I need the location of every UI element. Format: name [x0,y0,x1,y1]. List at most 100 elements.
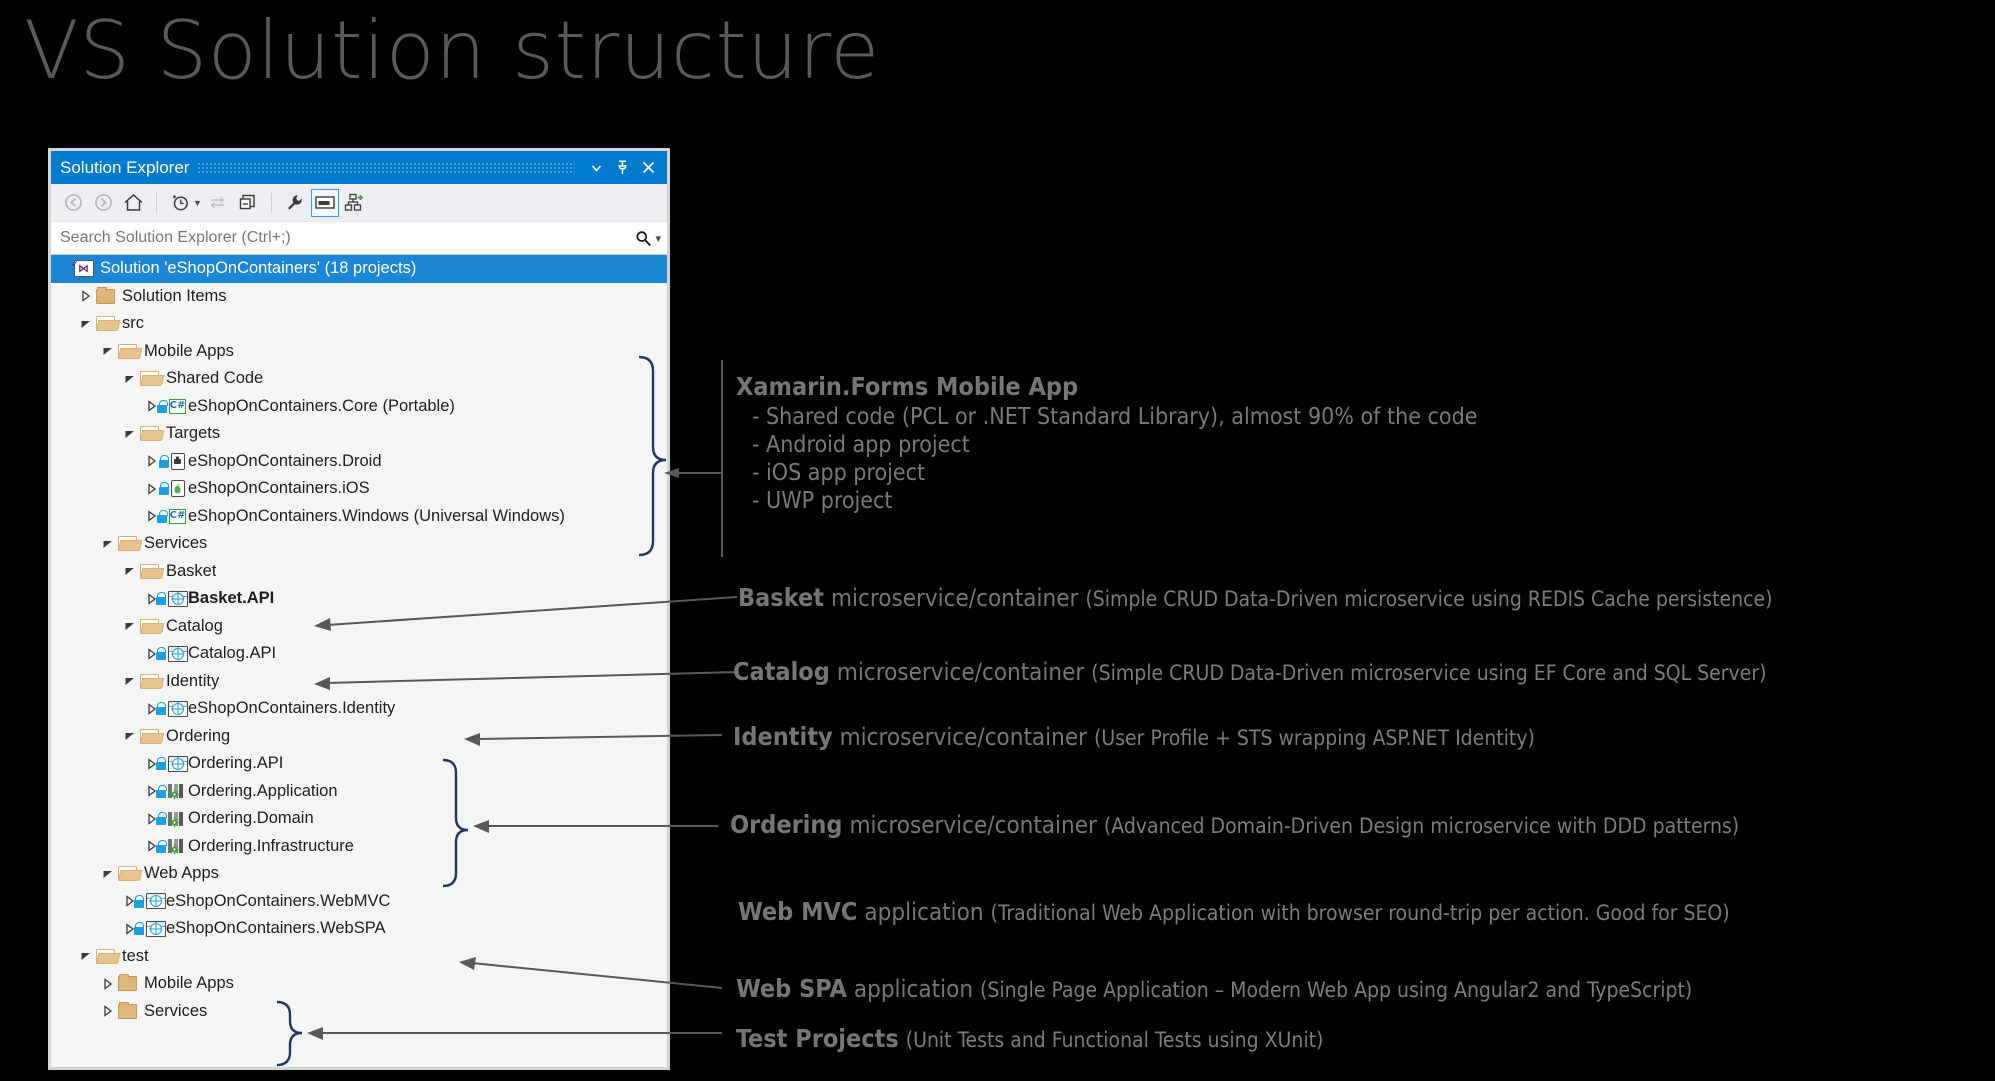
search-dropdown-icon[interactable]: ▾ [655,232,661,245]
folder-closed-icon [116,1001,139,1019]
chevron-right-icon[interactable] [143,702,160,715]
annotation-ordering-mid: microservice/container [849,811,1097,839]
chevron-right-icon[interactable] [143,455,160,468]
tree-item-services[interactable]: Services [51,530,667,558]
chevron-right-icon[interactable] [143,400,160,413]
annotation-webmvc-paren: (Traditional Web Application with browse… [990,901,1730,925]
tree-item-web-apps[interactable]: Web Apps [51,860,667,888]
clock-dropdown-icon[interactable]: ▼ [193,197,202,208]
tree-item-mobile-apps[interactable]: Mobile Apps [51,338,667,366]
chevron-down-icon[interactable] [99,346,116,356]
chevron-down-icon[interactable] [121,429,138,439]
page-title: VS Solution structure [24,4,880,97]
chevron-right-icon[interactable] [143,785,160,798]
clock-icon[interactable] [166,189,194,217]
chevron-down-icon[interactable] [99,869,116,879]
class-diagram-icon[interactable] [341,189,369,217]
preview-icon[interactable] [310,188,339,217]
back-arrow-icon[interactable] [59,189,87,217]
annotation-xamarin: Xamarin.Forms Mobile App - Shared code (… [736,372,1477,515]
tree-item-basket[interactable]: Basket [51,558,667,586]
chevron-right-icon[interactable] [99,977,116,990]
chevron-right-icon[interactable] [143,482,160,495]
tree-item-basket-api[interactable]: Basket.API [51,585,667,613]
tree-item-ordering-app[interactable]: Ordering.Application [51,778,667,806]
annotation-identity-mid: microservice/container [839,723,1087,751]
tree-item-solution[interactable]: ⋈✓Solution 'eShopOnContainers' (18 proje… [51,255,667,283]
chevron-down-icon[interactable] [77,319,94,329]
tree-item-identity-proj[interactable]: eShopOnContainers.Identity [51,695,667,723]
search-input[interactable] [60,229,636,247]
chevron-right-icon[interactable] [143,647,160,660]
tree-item-solution-items[interactable]: Solution Items [51,283,667,311]
chevron-right-icon[interactable] [99,1005,116,1018]
annotation-webspa-paren: (Single Page Application – Modern Web Ap… [980,978,1693,1002]
tree-item-label: Web Apps [144,864,219,883]
chevron-down-icon[interactable] [121,566,138,576]
tree-item-test-services[interactable]: Services [51,998,667,1026]
annotation-xamarin-bullets: - Shared code (PCL or .NET Standard Libr… [736,403,1477,515]
tree-item-windows[interactable]: C#eShopOnContainers.Windows (Universal W… [51,503,667,531]
forward-arrow-icon[interactable] [89,189,117,217]
search-icon[interactable]: ▾ [635,230,661,247]
annotation-ordering-bold: Ordering [730,810,843,839]
tree-item-ios[interactable]: eShopOnContainers.iOS [51,475,667,503]
tree-item-catalog-api[interactable]: Catalog.API [51,640,667,668]
chevron-down-icon[interactable] [77,951,94,961]
chevron-right-icon[interactable] [77,290,94,303]
chevron-down-icon[interactable] [99,539,116,549]
solution-tree[interactable]: ⋈✓Solution 'eShopOnContainers' (18 proje… [51,255,667,1067]
chevron-right-icon[interactable] [143,812,160,825]
tree-item-droid[interactable]: eShopOnContainers.Droid [51,448,667,476]
chevron-right-icon[interactable] [121,895,138,908]
tree-item-ordering[interactable]: Ordering [51,723,667,751]
tree-item-ordering-dom[interactable]: Ordering.Domain [51,805,667,833]
web-project-icon [133,893,166,910]
chevron-right-icon[interactable] [121,922,138,935]
tree-item-label: eShopOnContainers.Core (Portable) [188,396,455,415]
search-bar[interactable]: ▾ [51,222,667,255]
pin-icon[interactable] [609,155,635,181]
tree-item-label: Solution Items [122,286,227,305]
wrench-icon[interactable] [281,189,309,217]
ios-project-icon [158,480,185,498]
chevron-down-icon[interactable] [121,621,138,631]
tree-item-identity[interactable]: Identity [51,668,667,696]
annotation-basket-bold: Basket [738,583,824,612]
toolbar-separator-2 [270,192,272,213]
tree-item-test-mobile[interactable]: Mobile Apps [51,970,667,998]
chevron-right-icon[interactable] [143,840,160,853]
home-icon[interactable] [119,189,147,217]
chevron-down-icon[interactable] [121,731,138,741]
chevron-right-icon[interactable] [143,592,160,605]
chevron-right-icon[interactable] [143,510,160,523]
tree-item-webmvc[interactable]: eShopOnContainers.WebMVC [51,888,667,916]
tree-item-catalog[interactable]: Catalog [51,613,667,641]
chevron-down-icon[interactable] [121,374,138,384]
annotation-webmvc: Web MVC application (Traditional Web App… [738,897,1730,926]
solution-explorer-title: Solution Explorer [60,157,190,177]
tree-item-webspa[interactable]: eShopOnContainers.WebSPA [51,915,667,943]
tree-item-label: eShopOnContainers.Identity [188,699,396,718]
folder-open-icon [138,563,161,579]
tree-item-label: Basket.API [188,589,275,608]
tree-item-test[interactable]: test [51,943,667,971]
solution-explorer-titlebar: Solution Explorer [51,151,667,184]
tree-item-ordering-inf[interactable]: Ordering.Infrastructure [51,833,667,861]
tree-item-ordering-api[interactable]: Ordering.API [51,750,667,778]
annotation-catalog-mid: microservice/container [836,658,1085,686]
annotation-ordering-paren: (Advanced Domain-Driven Design microserv… [1103,814,1740,838]
collapse-all-icon[interactable] [234,189,262,217]
chevron-down-icon[interactable] [121,676,138,686]
tree-item-label: Ordering.Infrastructure [188,836,354,855]
tree-item-label: eShopOnContainers.Droid [188,451,382,470]
tree-item-shared-code[interactable]: Shared Code [51,365,667,393]
tree-item-core[interactable]: C#eShopOnContainers.Core (Portable) [51,393,667,421]
chevron-right-icon[interactable] [143,757,160,770]
close-icon[interactable] [635,155,661,181]
tree-item-src[interactable]: src [51,310,667,338]
tree-item-targets[interactable]: Targets [51,420,667,448]
window-dropdown-icon[interactable] [583,155,609,181]
sync-icon[interactable] [204,189,232,217]
